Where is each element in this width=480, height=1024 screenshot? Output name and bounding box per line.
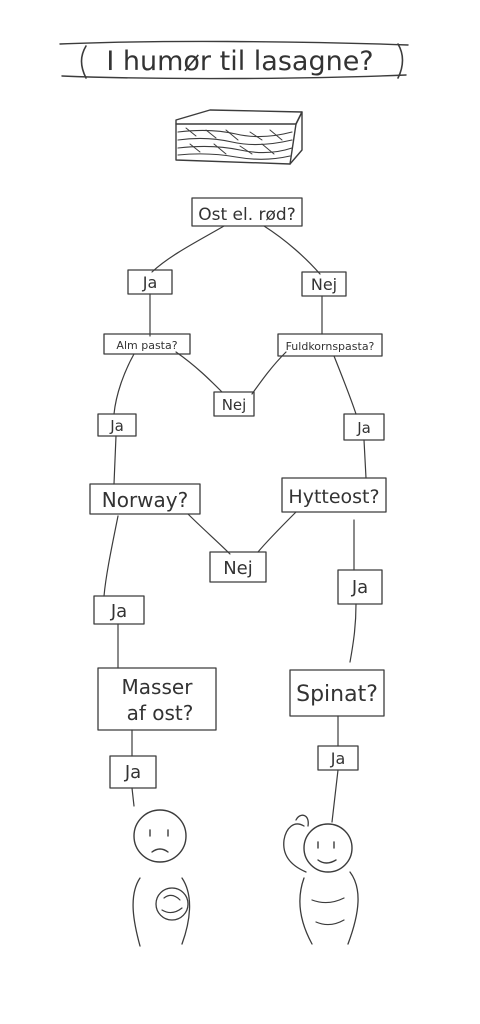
answer-ja-level4-left-label: Ja — [124, 762, 141, 783]
answer-ja-level2-right: Ja — [343, 413, 385, 441]
question-alm-pasta-label: Alm pasta? — [116, 339, 177, 352]
question-alm-pasta: Alm pasta? — [103, 333, 191, 355]
question-masser-label-line1: Masser — [122, 675, 194, 699]
sad-person-icon — [132, 809, 191, 947]
question-norway: Norway? — [89, 483, 201, 515]
question-ost-el-rod-label: Ost el. rød? — [198, 205, 296, 225]
answer-ja-level3-right: Ja — [337, 569, 383, 605]
answer-ja-level4-left: Ja — [109, 755, 157, 789]
title-banner: I humør til lasagne? — [59, 40, 409, 80]
answer-nej-level3: Nej — [209, 551, 267, 583]
question-spinat-label: Spinat? — [296, 682, 378, 707]
answer-nej-level2-label: Nej — [222, 396, 247, 414]
question-spinat: Spinat? — [289, 669, 385, 717]
answer-nej-level2: Nej — [213, 391, 255, 417]
answer-ja-level4-right-label: Ja — [330, 749, 346, 768]
answer-ja-level3-right-label: Ja — [351, 577, 368, 598]
answer-ja-level2-left-label: Ja — [109, 417, 124, 435]
answer-ja-level2-left: Ja — [97, 413, 137, 437]
question-hytteost-label: Hytteost? — [288, 486, 379, 508]
answer-ja-level1: Ja — [127, 269, 173, 295]
lasagna-icon — [175, 109, 303, 165]
question-fuldkornspasta-label: Fuldkornspasta? — [286, 340, 375, 353]
answer-ja-level1-label: Ja — [142, 273, 158, 292]
connector-lines — [103, 225, 367, 823]
strong-person-icon — [283, 814, 359, 945]
question-hytteost: Hytteost? — [281, 477, 387, 513]
question-norway-label: Norway? — [102, 488, 188, 512]
question-masser-label-line2: af ost? — [127, 701, 194, 725]
answer-ja-level4-right: Ja — [317, 745, 359, 771]
answer-ja-level2-right-label: Ja — [356, 419, 371, 437]
answer-nej-level1: Nej — [301, 271, 347, 297]
question-masser-af-ost: Masser af ost? — [97, 667, 217, 731]
question-fuldkornspasta: Fuldkornspasta? — [277, 333, 383, 357]
answer-nej-level1-label: Nej — [311, 275, 337, 294]
answer-ja-level3-left: Ja — [93, 595, 145, 625]
title-text: I humør til lasagne? — [106, 46, 373, 77]
answer-ja-level3-left-label: Ja — [110, 601, 127, 622]
question-ost-el-rod: Ost el. rød? — [191, 197, 303, 227]
answer-nej-level3-label: Nej — [223, 558, 253, 579]
